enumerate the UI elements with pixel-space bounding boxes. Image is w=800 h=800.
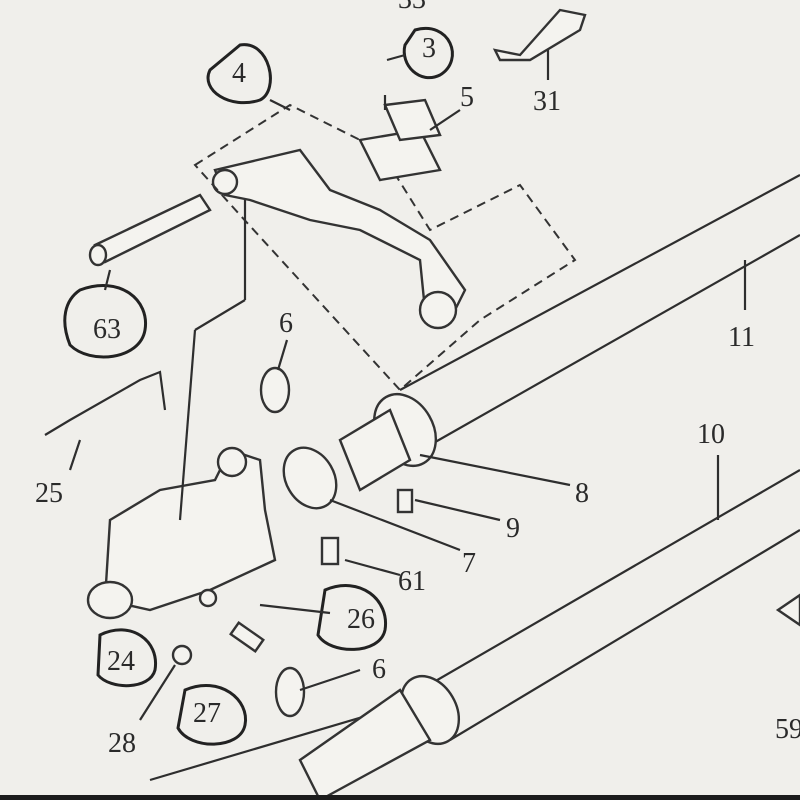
label-5: 5 xyxy=(460,82,474,113)
crank-body xyxy=(86,446,277,620)
label-25: 25 xyxy=(35,478,63,509)
part-59 xyxy=(775,593,800,627)
label-59: 59 xyxy=(775,714,800,745)
wire-25 xyxy=(44,370,167,436)
ring-6-lower xyxy=(274,666,306,718)
label-10: 10 xyxy=(697,419,725,450)
shaft-11 xyxy=(399,174,800,446)
label-63: 63 xyxy=(93,314,121,345)
washer-28 xyxy=(171,644,193,666)
label-7: 7 xyxy=(462,548,476,579)
callouts xyxy=(63,26,747,746)
label-24: 24 xyxy=(107,646,135,677)
label-9: 9 xyxy=(506,513,520,544)
label-33: 33 xyxy=(398,0,426,15)
pin-63 xyxy=(88,193,212,267)
screw-27 xyxy=(229,620,265,654)
label-61: 61 xyxy=(398,566,426,597)
bushing-lower xyxy=(298,675,461,800)
bushing-8 xyxy=(282,393,438,510)
feed-dog xyxy=(358,98,442,182)
label-6-upper: 6 xyxy=(279,308,293,339)
screw-61 xyxy=(320,536,340,566)
feed-arm xyxy=(211,148,467,330)
label-6-lower: 6 xyxy=(372,654,386,685)
washer-26 xyxy=(198,588,218,608)
part-31 xyxy=(492,8,587,62)
label-4: 4 xyxy=(232,58,246,89)
label-31: 31 xyxy=(533,86,561,117)
label-8: 8 xyxy=(575,478,589,509)
ring-6 xyxy=(259,366,291,414)
label-27: 27 xyxy=(193,698,221,729)
label-26: 26 xyxy=(347,604,375,635)
bottom-edge xyxy=(0,795,800,800)
part-labels: 33 3 4 5 31 63 6 11 25 8 9 10 7 61 26 24… xyxy=(35,0,800,759)
screw-9 xyxy=(396,488,414,514)
label-3: 3 xyxy=(422,33,436,64)
label-28: 28 xyxy=(108,728,136,759)
label-11: 11 xyxy=(728,322,755,353)
